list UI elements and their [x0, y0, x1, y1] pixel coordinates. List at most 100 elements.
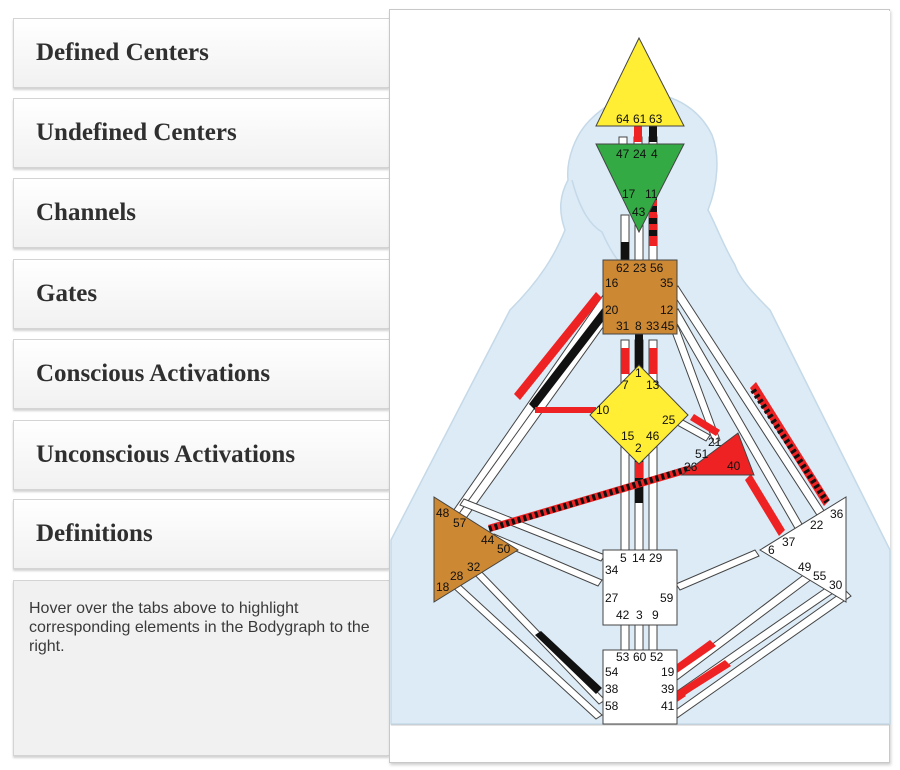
ajna-center: [595, 143, 685, 234]
ego-center: [680, 432, 755, 476]
gate-37: 37: [782, 535, 796, 549]
activation-39-conscious: [673, 660, 731, 700]
gate-45: 45: [661, 319, 675, 333]
stripe: [649, 230, 657, 236]
tab-undefined-centers[interactable]: Undefined Centers: [13, 98, 389, 168]
bodygraph-svg: 64 61 63 47 24 4 17 11 43 62 23 56 16 35…: [390, 11, 891, 726]
gate-33: 33: [646, 319, 660, 333]
gate-24: 24: [633, 147, 647, 161]
activation-35-unconscious: [750, 388, 830, 504]
gate-10: 10: [596, 403, 610, 417]
gate-44: 44: [481, 533, 495, 547]
gate-31: 31: [616, 319, 630, 333]
activation-63-unconscious: [649, 116, 657, 142]
gate-40: 40: [727, 459, 741, 473]
tab-unconscious-activations[interactable]: Unconscious Activations: [13, 420, 389, 490]
gate-54: 54: [605, 665, 619, 679]
gate-13: 13: [646, 378, 660, 392]
gate-9: 9: [652, 608, 659, 622]
gate-15: 15: [621, 429, 635, 443]
sacral-center: [602, 549, 678, 626]
tab-channels[interactable]: Channels: [13, 178, 389, 248]
tab-label: Conscious Activations: [36, 360, 271, 387]
activation-40-conscious: [745, 474, 785, 536]
gate-28: 28: [450, 569, 464, 583]
activation-2-unconscious: [635, 455, 643, 503]
gate-47: 47: [616, 147, 630, 161]
activation-8-unconscious: [635, 332, 643, 370]
activations: [488, 116, 830, 702]
activation-31-conscious: [621, 348, 629, 374]
gate-8: 8: [635, 319, 642, 333]
gate-58: 58: [605, 699, 619, 713]
activation-11-conscious: [649, 186, 657, 246]
activation-33-conscious: [649, 348, 657, 374]
gate-43: 43: [632, 205, 646, 219]
tab-defined-centers[interactable]: Defined Centers: [13, 18, 389, 88]
gate-17: 17: [622, 187, 636, 201]
gate-12: 12: [660, 303, 674, 317]
gate-57: 57: [453, 516, 467, 530]
gate-48: 48: [436, 506, 450, 520]
gate-6: 6: [768, 543, 775, 557]
activation-26-unconscious: [488, 465, 692, 532]
spleen-center: [433, 496, 519, 603]
tab-label: Defined Centers: [36, 39, 209, 66]
activation-62-unconscious: [621, 242, 629, 264]
gate-16: 16: [605, 276, 619, 290]
tab-label: Channels: [36, 199, 137, 226]
gate-34: 34: [605, 563, 619, 577]
gate-3: 3: [636, 608, 643, 622]
info-box: Hover over the tabs above to highlight c…: [13, 580, 389, 756]
gate-29: 29: [649, 551, 663, 565]
activation-51-conscious: [690, 414, 720, 436]
gate-39: 39: [661, 682, 675, 696]
activation-2-conscious: [635, 462, 643, 478]
gate-36: 36: [830, 507, 844, 521]
gate-35: 35: [660, 276, 674, 290]
gate-51: 51: [695, 447, 709, 461]
gate-56: 56: [650, 261, 664, 275]
gate-62: 62: [616, 261, 630, 275]
gate-30: 30: [829, 578, 843, 592]
channel-46-29: [648, 439, 658, 551]
gate-4: 4: [651, 147, 658, 161]
tab-definitions[interactable]: Definitions: [13, 499, 389, 569]
tab-conscious-activations[interactable]: Conscious Activations: [13, 339, 389, 409]
info-text: Hover over the tabs above to highlight c…: [29, 600, 370, 655]
activation-19-conscious: [673, 640, 716, 673]
tab-label: Undefined Centers: [36, 119, 237, 146]
activation-54-unconscious: [535, 631, 602, 694]
gate-64: 64: [616, 112, 630, 126]
gate-1: 1: [635, 366, 642, 380]
gate-22: 22: [810, 518, 824, 532]
root-center: [602, 649, 678, 725]
gate-60: 60: [633, 650, 647, 664]
stripe: [649, 218, 657, 224]
gate-14: 14: [632, 551, 646, 565]
gate-38: 38: [605, 682, 619, 696]
tab-gates[interactable]: Gates: [13, 259, 389, 329]
gate-61: 61: [633, 112, 647, 126]
gate-20: 20: [605, 303, 619, 317]
gate-labels: 64 61 63 47 24 4 17 11 43 62 23 56 16 35…: [436, 112, 844, 713]
gate-19: 19: [661, 665, 675, 679]
gate-27: 27: [605, 591, 619, 605]
channel-6-59: [675, 549, 760, 591]
gate-11: 11: [645, 187, 658, 201]
gate-21: 21: [708, 435, 722, 449]
gate-59: 59: [660, 591, 674, 605]
gate-32: 32: [467, 560, 481, 574]
bodygraph-panel: 64 61 63 47 24 4 17 11 43 62 23 56 16 35…: [389, 9, 891, 763]
gate-2: 2: [635, 441, 642, 455]
channel-15-5: [620, 439, 630, 551]
activation-61-conscious: [634, 116, 642, 142]
gate-55: 55: [813, 569, 827, 583]
gate-18: 18: [436, 580, 450, 594]
stripe: [649, 206, 657, 212]
gate-41: 41: [661, 699, 675, 713]
gate-7: 7: [622, 378, 629, 392]
activation-26-conscious: [488, 465, 692, 532]
gate-5: 5: [620, 551, 627, 565]
gate-63: 63: [649, 112, 663, 126]
